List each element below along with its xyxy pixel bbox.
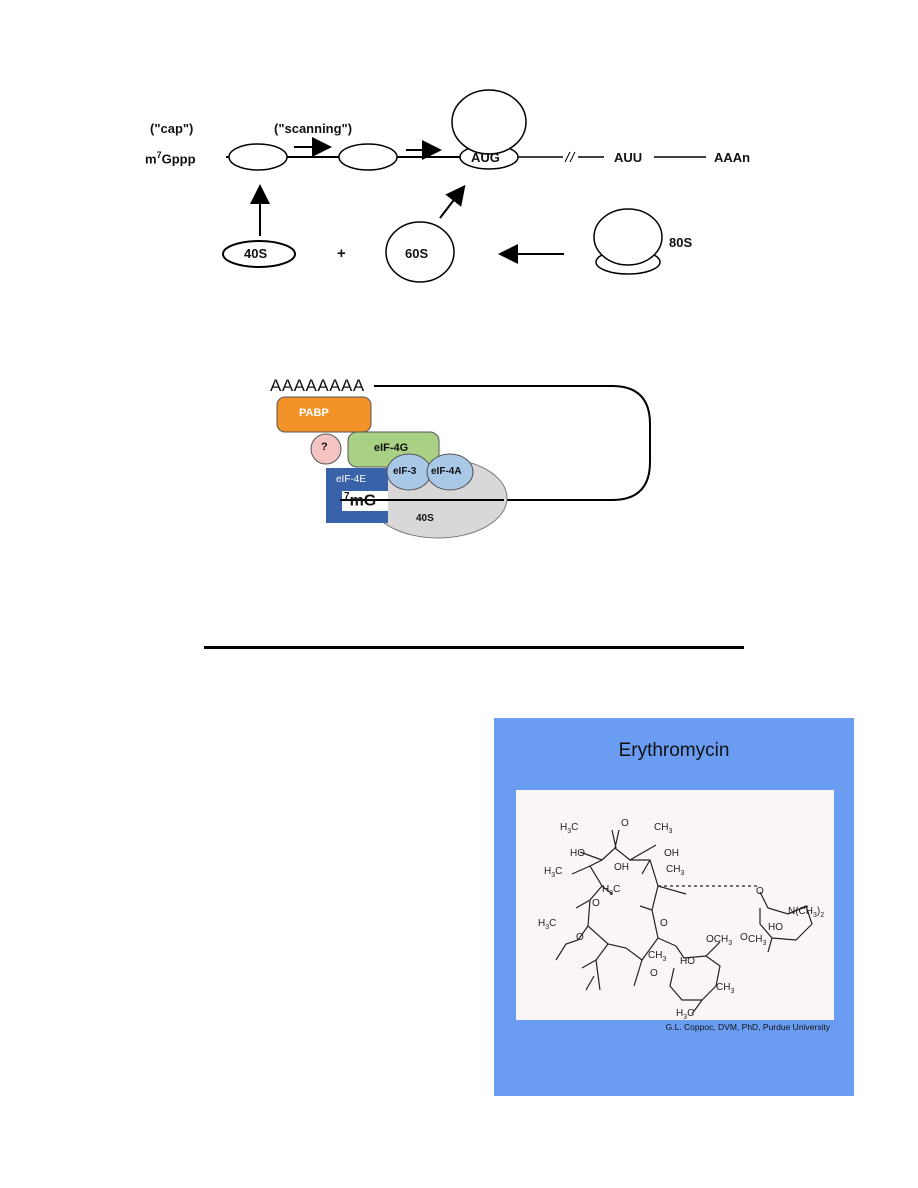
svg-text:O: O [740, 932, 748, 943]
start-codon-label: AUG [471, 150, 500, 165]
svg-text:O: O [592, 898, 600, 909]
subunit-40s-label: 40S [244, 246, 268, 261]
small-subunit-scanning-oval [338, 143, 398, 171]
eif4g-label: eIF-4G [374, 442, 409, 454]
svg-text:CH3: CH3 [648, 950, 666, 963]
image-credit: G.L. Coppoc, DVM, PhD, Purdue University [665, 1022, 830, 1032]
stop-codon-label: AUU [614, 150, 643, 165]
svg-text:OH: OH [614, 862, 629, 873]
scanning-model-diagram [222, 89, 706, 283]
mrna-loop-line [374, 385, 651, 501]
svg-text:HO: HO [768, 922, 783, 933]
svg-text:HO: HO [570, 848, 585, 859]
small-subunit-cap-oval [228, 143, 288, 171]
eif4a-label: eIF-4A [431, 466, 462, 477]
cap-7mg-label: 7mG [344, 491, 377, 510]
large-subunit-circle [451, 89, 527, 155]
poly-a-tail-label: AAAAAAAA [270, 376, 365, 395]
poly-a-label: AAAn [714, 150, 751, 165]
svg-text:CH3: CH3 [654, 822, 672, 835]
unknown-factor-shape [310, 433, 342, 465]
subunit-40s-oval [222, 240, 296, 268]
cap-structure: m7Gppp [145, 150, 196, 167]
unknown-factor-label: ? [321, 441, 328, 453]
svg-text:O: O [621, 818, 629, 829]
ribosome-40s-label: 40S [416, 513, 434, 524]
eif4a-shape [426, 453, 474, 491]
svg-text:CH3: CH3 [748, 934, 766, 947]
svg-text:CH3: CH3 [666, 864, 684, 877]
svg-text:H3C: H3C [602, 884, 620, 897]
svg-text:H3C: H3C [560, 822, 578, 835]
erythromycin-panel: Erythromycin [494, 718, 854, 1096]
svg-text:H3C: H3C [676, 1008, 694, 1020]
pabp-shape [276, 396, 372, 433]
svg-text:O: O [660, 918, 668, 929]
svg-text:H3C: H3C [544, 866, 562, 879]
pabp-label: PABP [299, 407, 329, 419]
svg-text:N(CH3)2: N(CH3)2 [788, 906, 824, 919]
svg-text:H3C: H3C [538, 918, 556, 931]
subunit-60s-circle [385, 221, 455, 283]
erythromycin-structure-icon: O H3C CH3 HO OH OH CH3 H3C H3C O H3C O O… [538, 818, 824, 1021]
svg-text:CH3: CH3 [716, 982, 734, 995]
ribosome-80s-label: 80S [669, 235, 693, 250]
eif4e-label: eIF-4E [336, 474, 367, 485]
subunit-60s-label: 60S [405, 246, 429, 261]
svg-text:O: O [650, 968, 658, 979]
closed-loop-diagram [276, 385, 651, 539]
svg-text:HO: HO [680, 956, 695, 967]
erythromycin-title: Erythromycin [618, 740, 730, 761]
erythromycin-structure-box: O H3C CH3 HO OH OH CH3 H3C H3C O H3C O O… [516, 790, 834, 1021]
horizontal-divider [204, 646, 744, 649]
break-mark-icon [564, 151, 576, 163]
svg-text:O: O [576, 932, 584, 943]
svg-text:OH: OH [664, 848, 679, 859]
plus-sign: + [337, 245, 346, 262]
ribosome-80s-large [593, 208, 663, 266]
eif3-label: eIF-3 [393, 466, 417, 477]
svg-text:OCH3: OCH3 [706, 934, 732, 947]
svg-text:O: O [756, 886, 764, 897]
scanning-label: ("scanning") [274, 121, 353, 136]
cap-label: ("cap") [150, 121, 194, 136]
